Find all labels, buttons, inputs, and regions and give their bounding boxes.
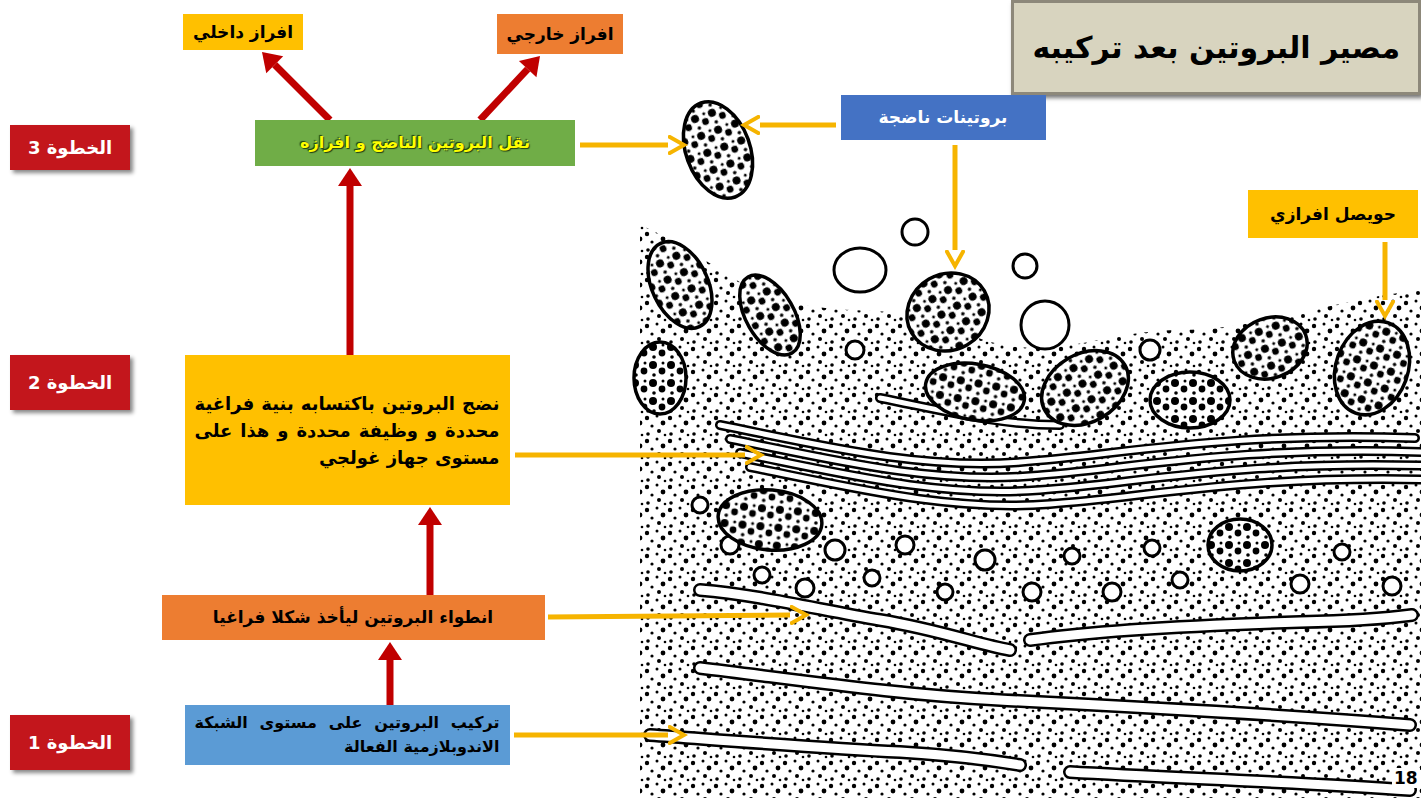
secretion-box: افراز داخلي bbox=[183, 14, 303, 50]
title-box: مصير البروتين بعد تركيبه bbox=[1011, 0, 1421, 95]
small-vesicles bbox=[796, 579, 814, 597]
process-box: نقل البروتين الناضج و افرازه bbox=[255, 120, 575, 166]
node-text: نضج البروتين باكتسابه بنية فراغية محددة … bbox=[195, 390, 500, 471]
node-text: الخطوة 2 bbox=[20, 371, 120, 394]
small-vesicles bbox=[1140, 340, 1160, 360]
secretory-vesicles bbox=[893, 258, 1004, 366]
leader-lines bbox=[514, 733, 668, 738]
secretory-vesicles bbox=[1028, 336, 1142, 441]
rough-er bbox=[650, 735, 1020, 765]
flow-arrow bbox=[387, 660, 394, 705]
ribosome-field bbox=[640, 225, 1421, 798]
flow-arrow bbox=[275, 65, 330, 120]
small-vesicles bbox=[864, 570, 880, 586]
small-vesicles bbox=[1383, 577, 1401, 595]
node-text: تركيب البروتين على مستوى الشبكة الاندوبل… bbox=[195, 711, 500, 759]
small-vesicles bbox=[692, 497, 708, 513]
small-vesicles bbox=[1144, 540, 1160, 556]
leader-lines bbox=[580, 143, 668, 148]
figure-number: 18 bbox=[1392, 768, 1420, 788]
secretory-vesicles bbox=[716, 486, 825, 555]
small-vesicles bbox=[692, 219, 1401, 601]
small-vesicles bbox=[754, 567, 770, 583]
secretory-vesicles bbox=[921, 356, 1029, 429]
rough-er bbox=[700, 668, 1410, 725]
callout-box: حويصل افرازي bbox=[1248, 190, 1418, 238]
callout-box: بروتينات ناضجة bbox=[841, 95, 1046, 140]
small-vesicles bbox=[1021, 301, 1069, 349]
small-vesicles bbox=[846, 341, 864, 359]
small-vesicles bbox=[825, 540, 845, 560]
secretory-vesicles bbox=[634, 342, 686, 414]
secretory-vesicles bbox=[671, 92, 765, 208]
secretory-vesicles bbox=[1208, 519, 1272, 571]
flow-arrow bbox=[427, 525, 434, 595]
step-badge: الخطوة 2 bbox=[10, 355, 130, 410]
small-vesicles bbox=[834, 248, 886, 292]
leader-lines bbox=[1383, 242, 1388, 300]
small-vesicles bbox=[1291, 575, 1309, 593]
small-vesicles bbox=[975, 550, 995, 570]
rough-er bbox=[1030, 615, 1412, 640]
rough-er bbox=[650, 590, 1412, 790]
node-text: افراز خارجي bbox=[507, 23, 614, 45]
step-badge: الخطوة 1 bbox=[10, 715, 130, 770]
node-text: افراز داخلي bbox=[193, 21, 293, 43]
secretory-vesicles bbox=[1224, 307, 1316, 389]
node-text: حويصل افرازي bbox=[1258, 203, 1408, 225]
leader-lines bbox=[515, 453, 745, 458]
small-vesicles bbox=[1103, 583, 1121, 601]
secretory-vesicles bbox=[635, 231, 725, 338]
small-vesicles bbox=[1064, 548, 1080, 564]
secretory-vesicles bbox=[1322, 311, 1421, 426]
process-box: تركيب البروتين على مستوى الشبكة الاندوبل… bbox=[185, 705, 510, 765]
small-vesicles bbox=[1172, 572, 1188, 588]
secretory-vesicles bbox=[1150, 372, 1230, 428]
node-text: انطواء البروتين ليأخذ شكلا فراغيا bbox=[172, 606, 535, 628]
ribosome-field bbox=[640, 225, 1421, 798]
rough-er bbox=[1070, 772, 1410, 790]
rough-er bbox=[700, 590, 1010, 650]
rough-er bbox=[700, 668, 1410, 725]
process-box: نضج البروتين باكتسابه بنية فراغية محددة … bbox=[185, 355, 510, 505]
leader-lines bbox=[548, 615, 790, 617]
golgi-stack bbox=[750, 467, 1421, 506]
small-vesicles bbox=[902, 219, 928, 245]
process-box: انطواء البروتين ليأخذ شكلا فراغيا bbox=[162, 595, 545, 640]
rough-er bbox=[650, 735, 1020, 765]
node-text: الخطوة 1 bbox=[20, 731, 120, 754]
rough-er bbox=[650, 590, 1412, 790]
small-vesicles bbox=[1023, 583, 1041, 601]
flow-arrow bbox=[347, 186, 354, 355]
flow-arrow bbox=[480, 69, 528, 120]
rough-er bbox=[1030, 615, 1412, 640]
small-vesicles bbox=[937, 584, 953, 600]
secretory-vesicles bbox=[727, 265, 813, 365]
title-text: مصير البروتين بعد تركيبه bbox=[1032, 30, 1400, 65]
rough-er bbox=[1070, 772, 1410, 790]
node-text: الخطوة 3 bbox=[20, 136, 120, 159]
leader-lines bbox=[760, 123, 836, 128]
secretory-vesicles bbox=[634, 92, 1421, 571]
small-vesicles bbox=[1013, 254, 1037, 278]
rough-er bbox=[700, 590, 1010, 650]
small-vesicles bbox=[1334, 544, 1350, 560]
node-text: بروتينات ناضجة bbox=[851, 106, 1036, 128]
step-badge: الخطوة 3 bbox=[10, 125, 130, 170]
small-vesicles bbox=[896, 536, 914, 554]
rough-er bbox=[650, 590, 1412, 790]
secretion-box: افراز خارجي bbox=[497, 14, 624, 54]
leader-lines bbox=[953, 145, 958, 250]
node-text: نقل البروتين الناضج و افرازه bbox=[265, 133, 565, 154]
